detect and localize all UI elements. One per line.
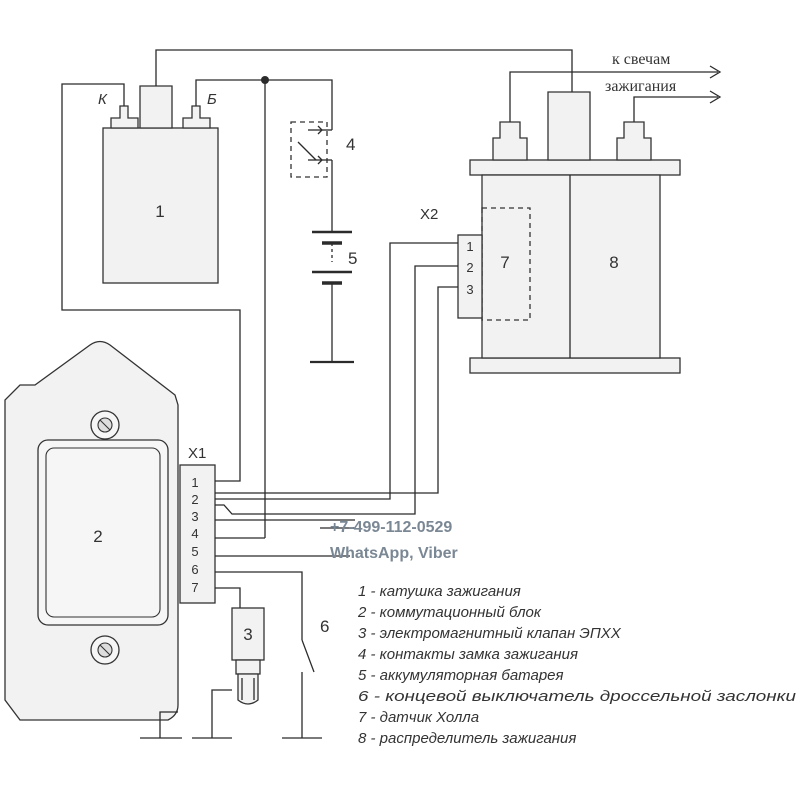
coil-k-to-x1-1 (61, 83, 241, 482)
output-wire-1 (509, 71, 718, 122)
wires (61, 49, 573, 739)
x2-pin-3: 3 (466, 282, 473, 297)
coil-number: 1 (155, 202, 164, 221)
legend-item-5: 5 - аккумуляторная батарея (358, 667, 564, 684)
legend-item-4: 4 - контакты замка зажигания (358, 646, 578, 663)
coil-terminal-b (182, 105, 211, 129)
distributor-terminal-left (492, 121, 528, 161)
coil-terminal-b-label: Б (207, 91, 217, 108)
coil-terminal-k-label: К (98, 91, 108, 108)
hv-wire (155, 49, 573, 92)
distributor-body (481, 174, 661, 359)
x1-7-to-valve (215, 587, 241, 612)
x1-pin-3: 3 (191, 509, 198, 524)
battery-number: 5 (348, 249, 357, 268)
coil-terminal-k (110, 105, 139, 129)
output-wire-2 (633, 96, 718, 122)
unit-ground-wire (159, 711, 178, 738)
watermark-phone: +7-499-112-0529 (330, 519, 452, 536)
x1-pin-6: 6 (191, 562, 198, 577)
switch-unit-inner (45, 447, 161, 618)
x1-pin-7: 7 (191, 580, 198, 595)
distributor-terminal-right (616, 121, 652, 161)
battery: 5 (310, 230, 357, 364)
output-label-line1: к свечам (612, 51, 670, 68)
legend-item-7: 7 - датчик Холла (358, 709, 479, 726)
watermark-apps: WhatsApp, Viber (330, 545, 458, 562)
x1-pin-2: 2 (191, 492, 198, 507)
switch-unit: 2 X1 1 2 3 4 5 6 7 (4, 340, 216, 721)
valve-neck (235, 659, 261, 675)
connector-x2 (457, 234, 483, 319)
distributor-terminal-center (547, 91, 591, 161)
x2-pin-2: 2 (466, 260, 473, 275)
coil-body (102, 127, 219, 284)
ignition-lock: 4 (290, 121, 355, 232)
throttle-switch: 6 (282, 617, 329, 739)
ignition-lock-number: 4 (346, 135, 355, 154)
x1-6-to-throttle (215, 571, 303, 640)
arrow-right-icon (709, 65, 722, 79)
lock-contact-lever (297, 141, 317, 161)
output-label-line2: зажигания (605, 78, 677, 95)
arrow-right-icon (709, 90, 722, 104)
legend-item-3: 3 - электромагнитный клапан ЭПХХ (358, 625, 622, 642)
legend-item-2: 2 - коммутационный блок (357, 604, 542, 621)
distributor: 7 8 X2 1 2 3 (420, 91, 681, 374)
legend: 1 - катушка зажигания 2 - коммутационный… (357, 583, 797, 747)
x2-1-to-x1-2 (215, 242, 458, 500)
throttle-switch-number: 6 (320, 617, 329, 636)
x2-3-to-x1-1 (215, 286, 458, 494)
x2-pin-1: 1 (466, 239, 473, 254)
connector-x1 (179, 464, 216, 604)
connector-x2-label: X2 (420, 206, 438, 223)
ignition-lock-outline (290, 121, 328, 178)
spark-plug-outputs: к свечам зажигания (509, 51, 722, 122)
valve-ground-wire (211, 689, 232, 738)
switch-unit-number: 2 (93, 527, 102, 546)
x1-pin-4: 4 (191, 526, 198, 541)
connector-x1-label: X1 (188, 445, 206, 462)
legend-item-6: 6 - концевой выключатель дроссельной зас… (358, 688, 797, 705)
switch-unit-body (37, 439, 169, 626)
legend-item-1: 1 - катушка зажигания (358, 583, 521, 600)
legend-item-8: 8 - распределитель зажигания (358, 730, 576, 747)
contact-watermark: +7-499-112-0529 WhatsApp, Viber (330, 519, 458, 562)
solenoid-valve: 3 (192, 607, 265, 739)
distributor-cap-base (469, 159, 681, 176)
throttle-switch-contact (301, 639, 315, 673)
x1-pin-5: 5 (191, 544, 198, 559)
coil-center-terminal (139, 85, 173, 129)
x1-pin-1: 1 (191, 475, 198, 490)
valve-needle (237, 673, 259, 705)
ignition-coil: 1 К Б (98, 85, 219, 284)
valve-number: 3 (243, 625, 252, 644)
x2-2-to-x1-ground (215, 265, 458, 515)
distributor-number: 8 (609, 253, 618, 272)
hall-sensor-number: 7 (500, 253, 509, 272)
distributor-bottom-plate (469, 357, 681, 374)
